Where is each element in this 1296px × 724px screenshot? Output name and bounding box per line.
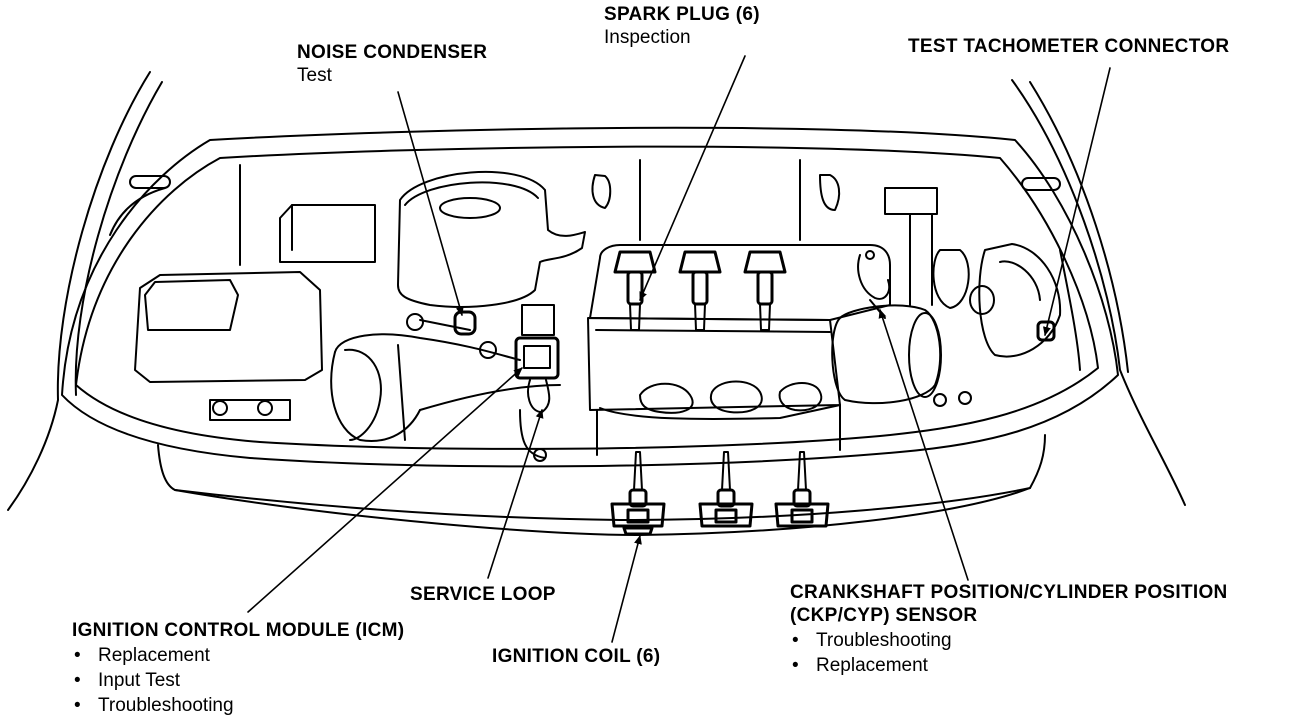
test-tach-callout: TEST TACHOMETER CONNECTOR <box>908 36 1229 59</box>
ckp-title-line1: CRANKSHAFT POSITION/CYLINDER POSITION <box>790 582 1228 603</box>
icm-item-input-test: Input Test <box>72 668 404 693</box>
ignition-coil-callout: IGNITION COIL (6) <box>492 646 660 669</box>
fender-right <box>1011 79 1186 506</box>
ckp-item-troubleshooting: Troubleshooting <box>790 628 1228 653</box>
firewall-details <box>239 159 841 266</box>
leader-ckp <box>878 309 969 581</box>
icm-title: IGNITION CONTROL MODULE (ICM) <box>72 620 405 641</box>
spark-plug-callout: SPARK PLUG (6) Inspection <box>604 4 760 50</box>
fuse-box <box>279 204 376 263</box>
noise-condenser-part <box>453 310 477 336</box>
right-side-components <box>884 187 972 407</box>
leader-ignition-coil <box>611 535 642 643</box>
hood-studs <box>129 175 1061 191</box>
test-tach-title: TEST TACHOMETER CONNECTOR <box>908 36 1230 57</box>
intake-duct <box>330 333 561 442</box>
coil-packs-top <box>613 250 787 331</box>
engine-block <box>587 244 891 456</box>
spark-plug-sub: Inspection <box>604 26 691 48</box>
noise-condenser-callout: NOISE CONDENSER Test <box>297 42 487 88</box>
ignition-coil-title: IGNITION COIL (6) <box>492 646 661 667</box>
noise-condenser-sub: Test <box>297 64 332 86</box>
ckp-cyp-sensor-part <box>831 250 942 405</box>
fender-left <box>7 71 163 511</box>
icm-callout: IGNITION CONTROL MODULE (ICM) Replacemen… <box>72 620 404 718</box>
ckp-item-replacement: Replacement <box>790 653 1228 678</box>
engine-bay-outline <box>61 126 1119 468</box>
ckp-callout: CRANKSHAFT POSITION/CYLINDER POSITION (C… <box>790 582 1228 678</box>
icm-item-troubleshooting: Troubleshooting <box>72 693 404 718</box>
ckp-list: Troubleshooting Replacement <box>790 628 1228 678</box>
leader-test-tach <box>1043 67 1111 336</box>
leader-lines <box>247 55 1111 643</box>
battery <box>134 271 323 421</box>
leader-service-loop <box>487 409 544 579</box>
coolant-reservoir <box>397 170 586 359</box>
leader-noise-condenser <box>397 91 464 316</box>
icm-list: Replacement Input Test Troubleshooting <box>72 643 404 718</box>
leader-icm <box>247 367 523 613</box>
noise-condenser-title: NOISE CONDENSER <box>297 42 488 63</box>
spark-plug-title: SPARK PLUG (6) <box>604 4 760 25</box>
leader-spark-plug <box>639 55 746 301</box>
service-loop-callout: SERVICE LOOP <box>410 584 556 607</box>
ckp-title-line2: (CKP/CYP) SENSOR <box>790 604 978 626</box>
service-loop-title: SERVICE LOOP <box>410 584 556 605</box>
icm-part <box>514 304 560 462</box>
test-tach-area <box>969 243 1062 358</box>
ignition-coils-bottom <box>610 451 830 536</box>
icm-item-replacement: Replacement <box>72 643 404 668</box>
